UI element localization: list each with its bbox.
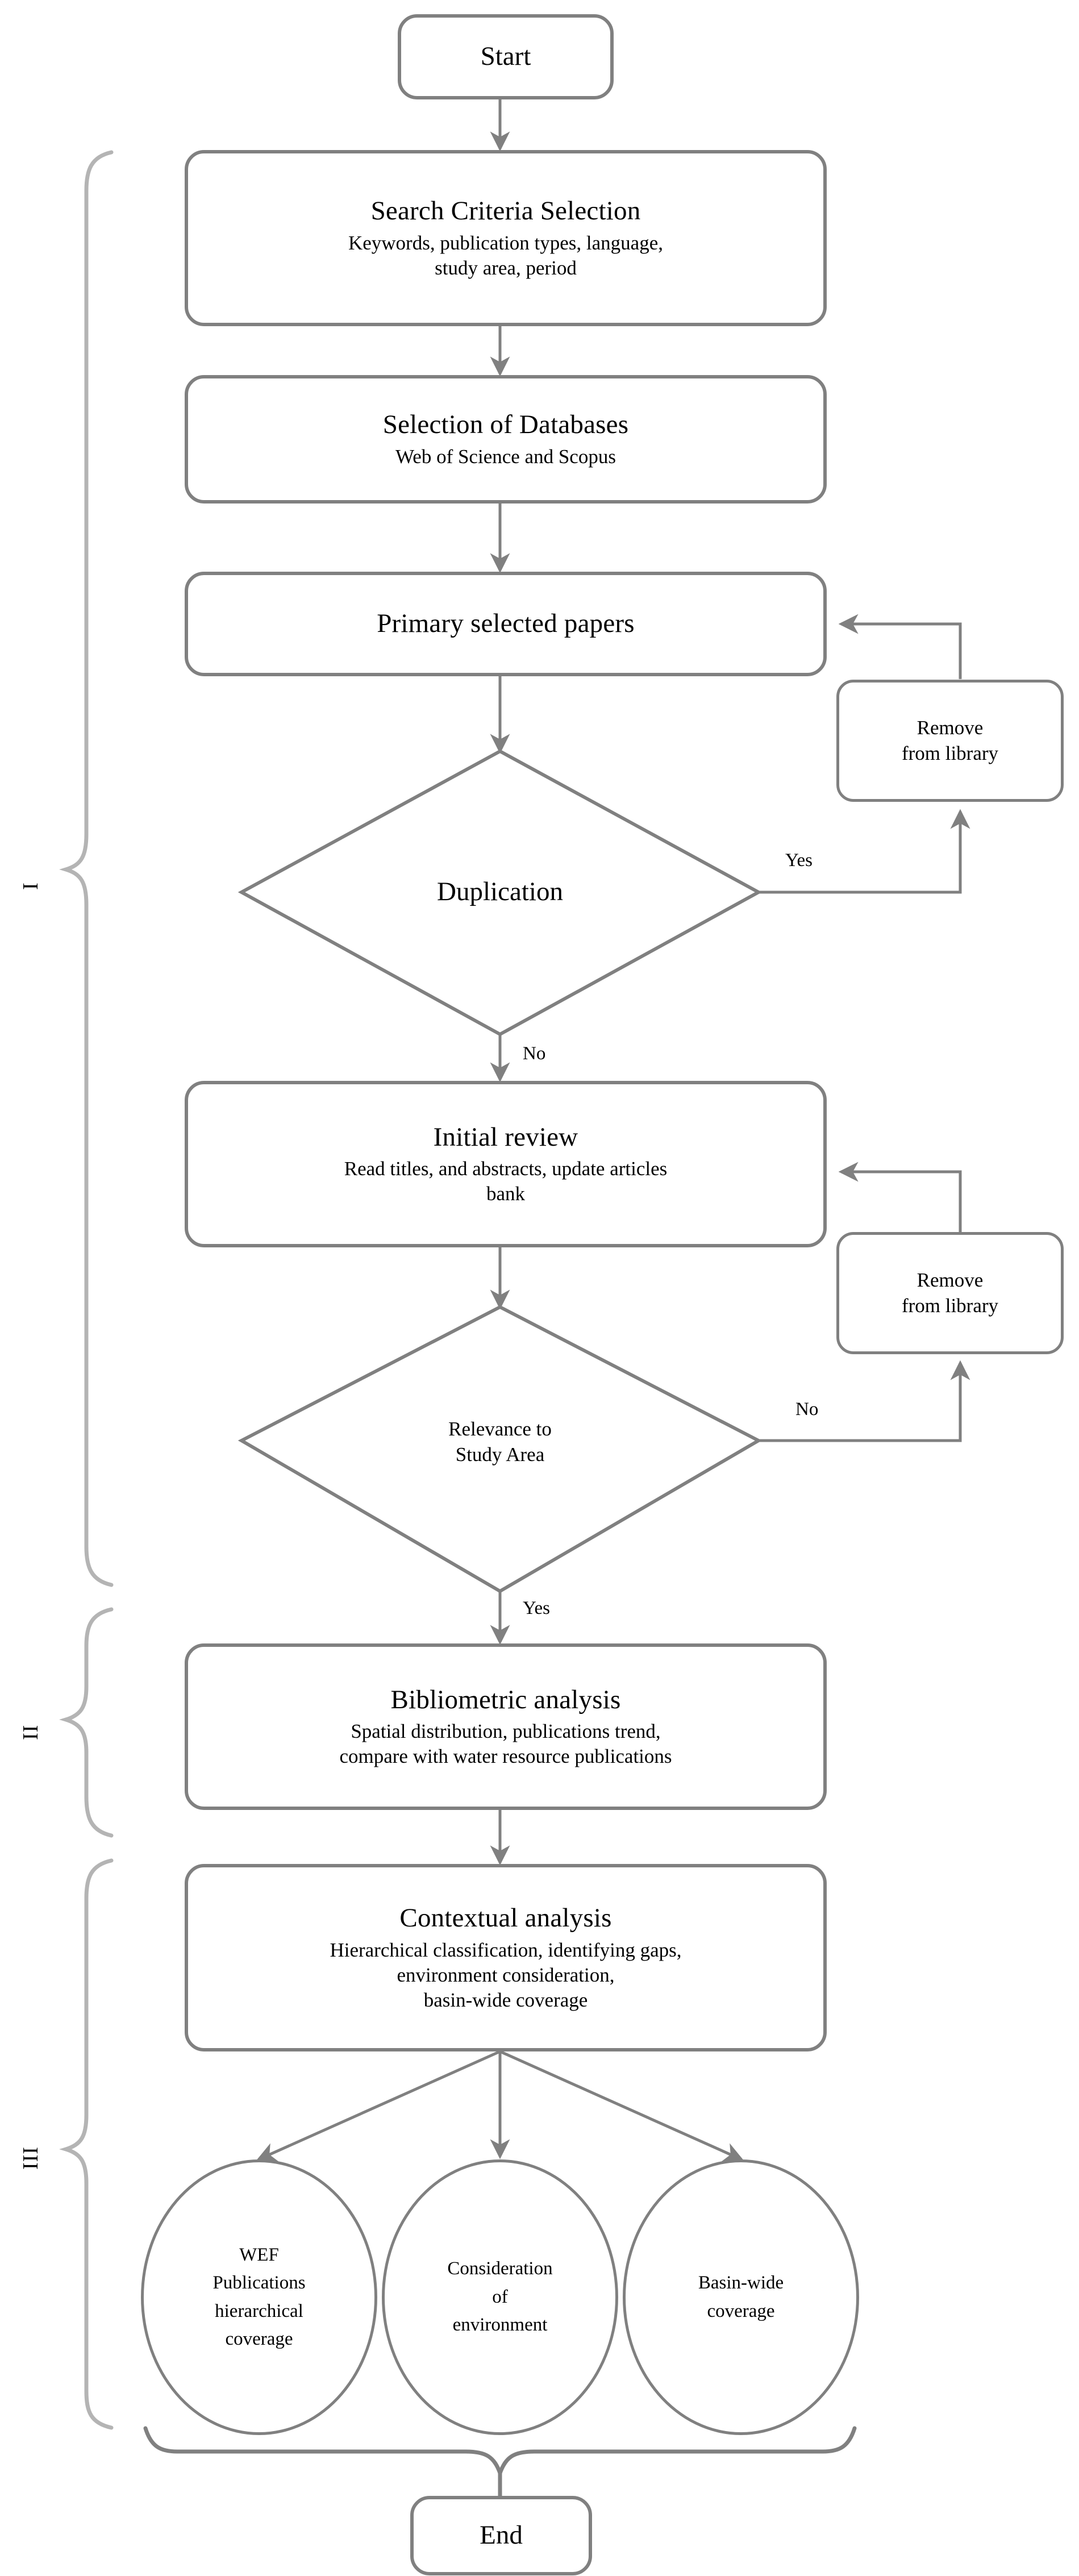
node-end[interactable]: End — [410, 2496, 592, 2575]
node-remove2-label: Remove from library — [901, 1269, 999, 1317]
node-biblio-title: Bibliometric analysis — [390, 1684, 621, 1714]
node-databases-title: Selection of Databases — [382, 410, 629, 440]
edge-contextual-circle1 — [256, 2050, 501, 2162]
node-remove-from-library-2[interactable]: Remove from library — [836, 1232, 1064, 1354]
node-initial-review[interactable]: Initial review Read titles, and abstract… — [185, 1081, 827, 1247]
node-circle3-label: Basin-wide coverage — [698, 2273, 784, 2321]
node-circle1-label: WEF Publications hierarchical coverage — [213, 2244, 306, 2350]
node-search-subtitle: Keywords, publication types, language, s… — [348, 231, 664, 279]
node-search-criteria-selection[interactable]: Search Criteria Selection Keywords, publ… — [185, 150, 827, 326]
node-initial-subtitle: Read titles, and abstracts, update artic… — [344, 1158, 668, 1205]
phase-label-II: II — [19, 1724, 43, 1740]
bracket-phase-II — [59, 1607, 114, 1838]
bracket-phase-III — [59, 1858, 114, 2430]
node-remove1-label: Remove from library — [901, 717, 999, 764]
phase-label-III: III — [19, 2146, 43, 2170]
node-primary-title: Primary selected papers — [377, 609, 635, 639]
edge-remove1-primary — [838, 614, 962, 679]
node-contextual-title: Contextual analysis — [399, 1903, 612, 1933]
diamond-relevance — [238, 1305, 763, 1593]
node-start-label: Start — [480, 41, 531, 72]
phase-label-I: I — [19, 882, 43, 890]
node-databases-subtitle: Web of Science and Scopus — [395, 445, 616, 468]
edge-relevance-no — [759, 1360, 970, 1442]
node-selection-of-databases[interactable]: Selection of Databases Web of Science an… — [185, 375, 827, 503]
node-start[interactable]: Start — [398, 14, 614, 99]
node-circle-consideration-environment[interactable]: Consideration of environment — [382, 2159, 618, 2435]
node-circle2-label: Consideration of environment — [447, 2258, 553, 2336]
node-contextual-subtitle: Hierarchical classification, identifying… — [330, 1938, 682, 2011]
edge-label-relevance-yes: Yes — [523, 1598, 551, 1618]
edge-label-relevance-no: No — [795, 1399, 819, 1420]
edge-label-duplication-yes: Yes — [785, 850, 813, 871]
node-circle-basin-wide-coverage[interactable]: Basin-wide coverage — [623, 2159, 859, 2435]
node-search-title: Search Criteria Selection — [370, 196, 641, 226]
node-primary-selected-papers[interactable]: Primary selected papers — [185, 572, 827, 676]
node-contextual-analysis[interactable]: Contextual analysis Hierarchical classif… — [185, 1864, 827, 2051]
diamond-duplication — [238, 749, 763, 1037]
bracket-phase-I — [59, 150, 114, 1587]
edge-label-duplication-no: No — [523, 1043, 546, 1064]
node-end-label: End — [480, 2520, 523, 2550]
node-bibliometric-analysis[interactable]: Bibliometric analysis Spatial distributi… — [185, 1643, 827, 1810]
edge-remove2-initial — [838, 1162, 962, 1232]
node-remove-from-library-1[interactable]: Remove from library — [836, 680, 1064, 802]
edge-duplication-yes — [759, 809, 970, 894]
node-circle-wef-publications[interactable]: WEF Publications hierarchical coverage — [141, 2159, 377, 2435]
edge-contextual-circle3 — [499, 2050, 744, 2162]
node-biblio-subtitle: Spatial distribution, publications trend… — [339, 1720, 672, 1768]
node-initial-title: Initial review — [433, 1122, 578, 1152]
